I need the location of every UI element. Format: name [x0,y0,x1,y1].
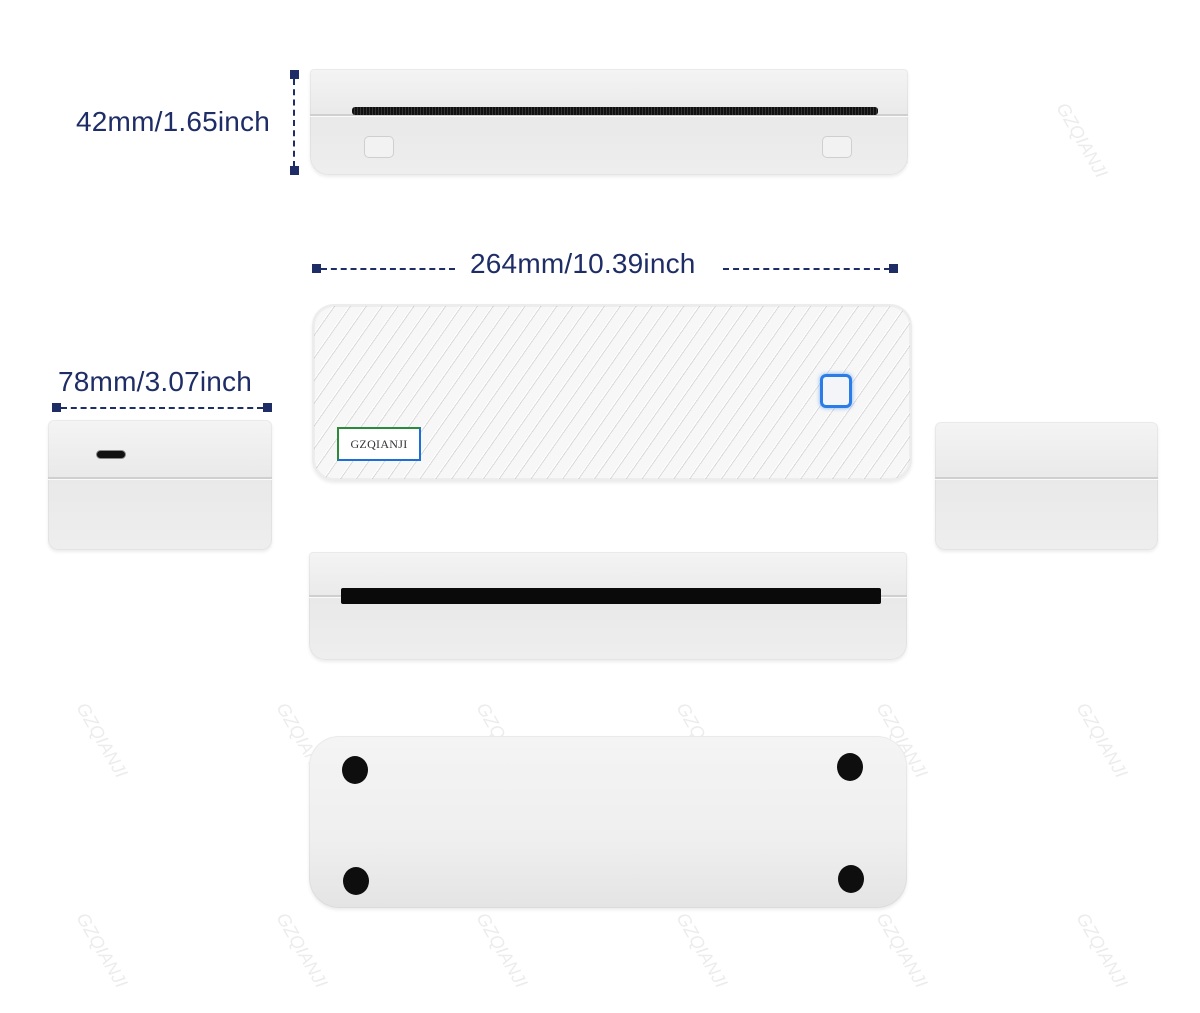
watermark: GZQIANJI [272,909,332,992]
left-button-icon [364,136,394,158]
watermark: GZQIANJI [1072,699,1132,782]
paper-output-slot [352,107,878,115]
paper-feed-slot [341,588,881,604]
usb-c-port-icon [96,450,126,459]
watermark: GZQIANJI [1072,909,1132,992]
bottom-view [309,736,907,908]
watermark: GZQIANJI [72,909,132,992]
dimension-endpoint-icon [312,264,321,273]
dimension-endpoint-icon [290,166,299,175]
right-side-view [935,422,1158,550]
brand-logo: GZQIANJI [337,427,421,461]
left-side-view [48,420,272,550]
dimension-endpoint-icon [52,403,61,412]
width-dimension-label: 78mm/3.07inch [58,366,253,397]
body-seam [310,114,908,117]
dimension-line [61,407,263,409]
dimension-line [293,79,295,167]
front-slot-view [309,552,907,660]
rubber-foot-icon [837,753,863,781]
right-button-icon [822,136,852,158]
dimension-endpoint-icon [290,70,299,79]
watermark: GZQIANJI [72,699,132,782]
height-dimension-label: 42mm/1.65inch [76,106,271,137]
power-button-icon [820,374,852,408]
body-seam [935,477,1158,480]
watermark: GZQIANJI [472,909,532,992]
watermark: GZQIANJI [672,909,732,992]
top-view: GZQIANJI [312,304,912,481]
dimension-endpoint-icon [263,403,272,412]
dimension-line [321,268,455,270]
watermark: GZQIANJI [1052,99,1112,182]
length-dimension-label: 264mm/10.39inch [470,248,696,279]
rubber-foot-icon [343,867,369,895]
body-seam [48,477,272,480]
top-front-edge-view [310,69,908,175]
dimension-endpoint-icon [889,264,898,273]
watermark: GZQIANJI [872,909,932,992]
rubber-foot-icon [342,756,368,784]
dimension-line [723,268,890,270]
rubber-foot-icon [838,865,864,893]
